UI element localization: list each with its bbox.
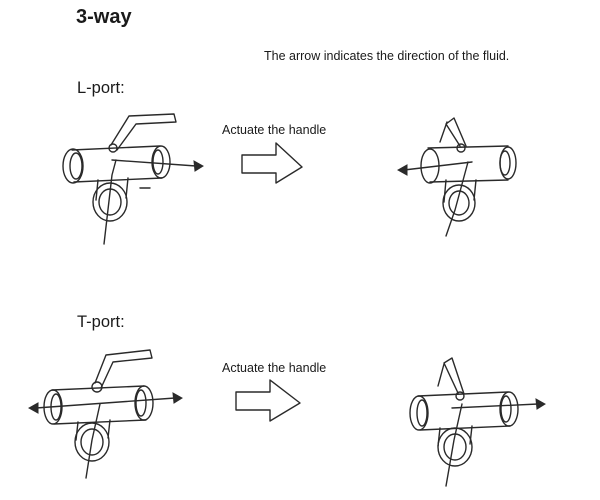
l-port-actuate-arrow-icon bbox=[241, 142, 303, 184]
t-port-action-label: Actuate the handle bbox=[222, 361, 327, 375]
l-port-valve-before-icon bbox=[62, 113, 204, 245]
l-port-action-label: Actuate the handle bbox=[222, 123, 327, 137]
page-title: 3-way bbox=[76, 6, 132, 28]
t-port-valve-before-icon bbox=[27, 349, 183, 479]
direction-note: The arrow indicates the direction of the… bbox=[264, 49, 510, 63]
t-port-actuate-arrow-icon bbox=[235, 379, 301, 422]
l-port-valve-after-icon bbox=[396, 117, 517, 237]
t-port-valve-after-icon bbox=[409, 357, 546, 487]
t-port-label: T-port: bbox=[77, 313, 125, 331]
l-port-label: L-port: bbox=[77, 79, 125, 97]
